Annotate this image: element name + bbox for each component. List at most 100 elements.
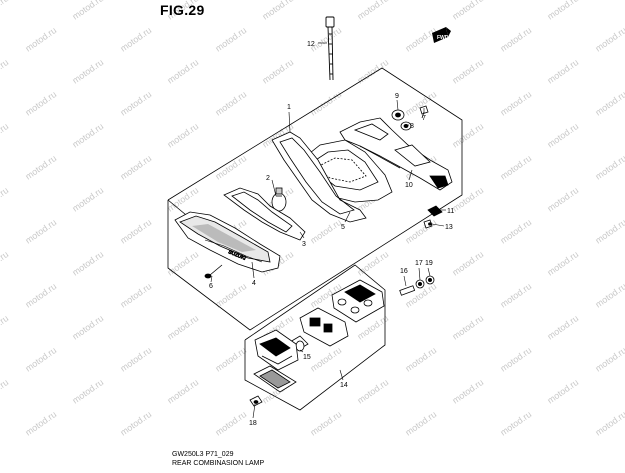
callout-5: 5 [341,224,345,231]
watermark-text: motod.ru [213,281,248,310]
watermark-text: motod.ru [498,345,533,374]
reflector-part [223,187,306,241]
watermark-text: motod.ru [0,249,10,278]
bottom-screw-part [249,395,263,407]
cable-tie-part [325,16,335,81]
watermark-text: motod.ru [593,25,625,54]
watermark-text: motod.ru [165,57,200,86]
watermark-text: motod.ru [498,25,533,54]
watermark-text: motod.ru [308,345,343,374]
bulb-part [271,187,287,212]
watermark-text: motod.ru [593,89,625,118]
watermark-text: motod.ru [403,345,438,374]
watermark-text: motod.ru [545,249,580,278]
clip-part [423,205,443,229]
watermark-text: motod.ru [403,409,438,438]
callout-15: 15 [303,354,311,361]
watermark-text: motod.ru [593,153,625,182]
watermark-text: motod.ru [545,313,580,342]
watermark-text: motod.ru [0,377,10,406]
watermark-text: motod.ru [260,0,295,22]
watermark-text: motod.ru [213,25,248,54]
watermark-text: motod.ru [308,89,343,118]
watermark-text: motod.ru [213,153,248,182]
watermark-text: motod.ru [450,0,485,22]
watermark-text: motod.ru [355,377,390,406]
watermark-text: motod.ru [355,249,390,278]
watermark-text: motod.ru [165,313,200,342]
watermark-text: motod.ru [70,185,105,214]
small-bulb-part [295,340,305,352]
leader-lines [210,42,446,419]
watermark-text: motod.ru [0,313,10,342]
watermark-text: motod.ru [213,345,248,374]
watermark-text: motod.ru [118,217,153,246]
lens-part: SUZUKI [174,211,281,273]
watermark-text: motod.ru [118,25,153,54]
callout-12: 12 [307,41,315,48]
watermark-text: motod.ru [0,57,10,86]
watermark-text: motod.ru [260,57,295,86]
watermark-text: motod.ru [593,409,625,438]
figure-code: GW250L3 P71_029 [172,451,234,458]
watermark-text: motod.ru [118,89,153,118]
watermark-text: motod.ru [118,345,153,374]
figure-title: FIG.29 [160,2,205,18]
watermark-text: motod.ru [165,121,200,150]
lens-cover-plate [253,365,297,393]
watermark-text: motod.ru [545,377,580,406]
watermark-text: motod.ru [593,217,625,246]
callout-4: 4 [252,280,256,287]
callout-3: 3 [302,241,306,248]
bracket-part [339,117,453,191]
watermark-text: motod.ru [545,0,580,22]
watermark-text: motod.ru [165,185,200,214]
watermark-text: motod.ru [308,409,343,438]
watermark-text: motod.ru [355,0,390,22]
callout-2: 2 [266,175,270,182]
watermark-text: motod.ru [450,121,485,150]
callout-6: 6 [209,283,213,290]
front-arrow-icon: FWD [432,27,451,43]
watermark-text: motod.ru [213,89,248,118]
watermark-text: motod.ru [23,89,58,118]
watermark-text: motod.ru [70,313,105,342]
callout-labels: 1 2 3 4 5 6 7 8 9 10 11 12 13 14 15 16 1… [209,41,454,427]
watermark-text: motod.ru [498,89,533,118]
bolt-washer-set [391,105,429,131]
watermark-text: motod.ru [593,281,625,310]
watermark-text: motod.ru [450,57,485,86]
license-lamp-lens [254,329,299,371]
watermark-text: motod.ru [450,249,485,278]
watermark-text: motod.ru [70,121,105,150]
watermark-text: motod.ru [545,121,580,150]
callout-18: 18 [249,420,257,427]
watermark-text: motod.ru [23,409,58,438]
watermark-text: motod.ru [308,217,343,246]
watermark-text: motod.ru [118,281,153,310]
watermark-text: motod.ru [70,0,105,22]
watermark-text: motod.ru [593,345,625,374]
svg-text:FWD: FWD [437,35,449,41]
callout-14: 14 [340,382,348,389]
watermark-text: motod.ru [0,0,10,22]
watermark-text: motod.ru [23,217,58,246]
callout-16: 16 [400,268,408,275]
watermark-text: motod.ru [23,153,58,182]
license-lamp-housing [331,279,385,323]
watermark-text: motod.ru [165,249,200,278]
watermark-text: motod.ru [23,281,58,310]
watermark-text: motod.ru [0,121,10,150]
callout-10: 10 [405,182,413,189]
watermark-text: motod.ru [545,57,580,86]
watermark-text: motod.ru [498,217,533,246]
watermark-text: motod.ru [70,249,105,278]
watermark-text: motod.ru [545,185,580,214]
watermark-text: motod.ru [450,377,485,406]
callout-17: 17 [415,260,423,267]
callout-13: 13 [445,224,453,231]
watermark-text: motod.ru [498,409,533,438]
assembly-box-14 [244,264,386,411]
